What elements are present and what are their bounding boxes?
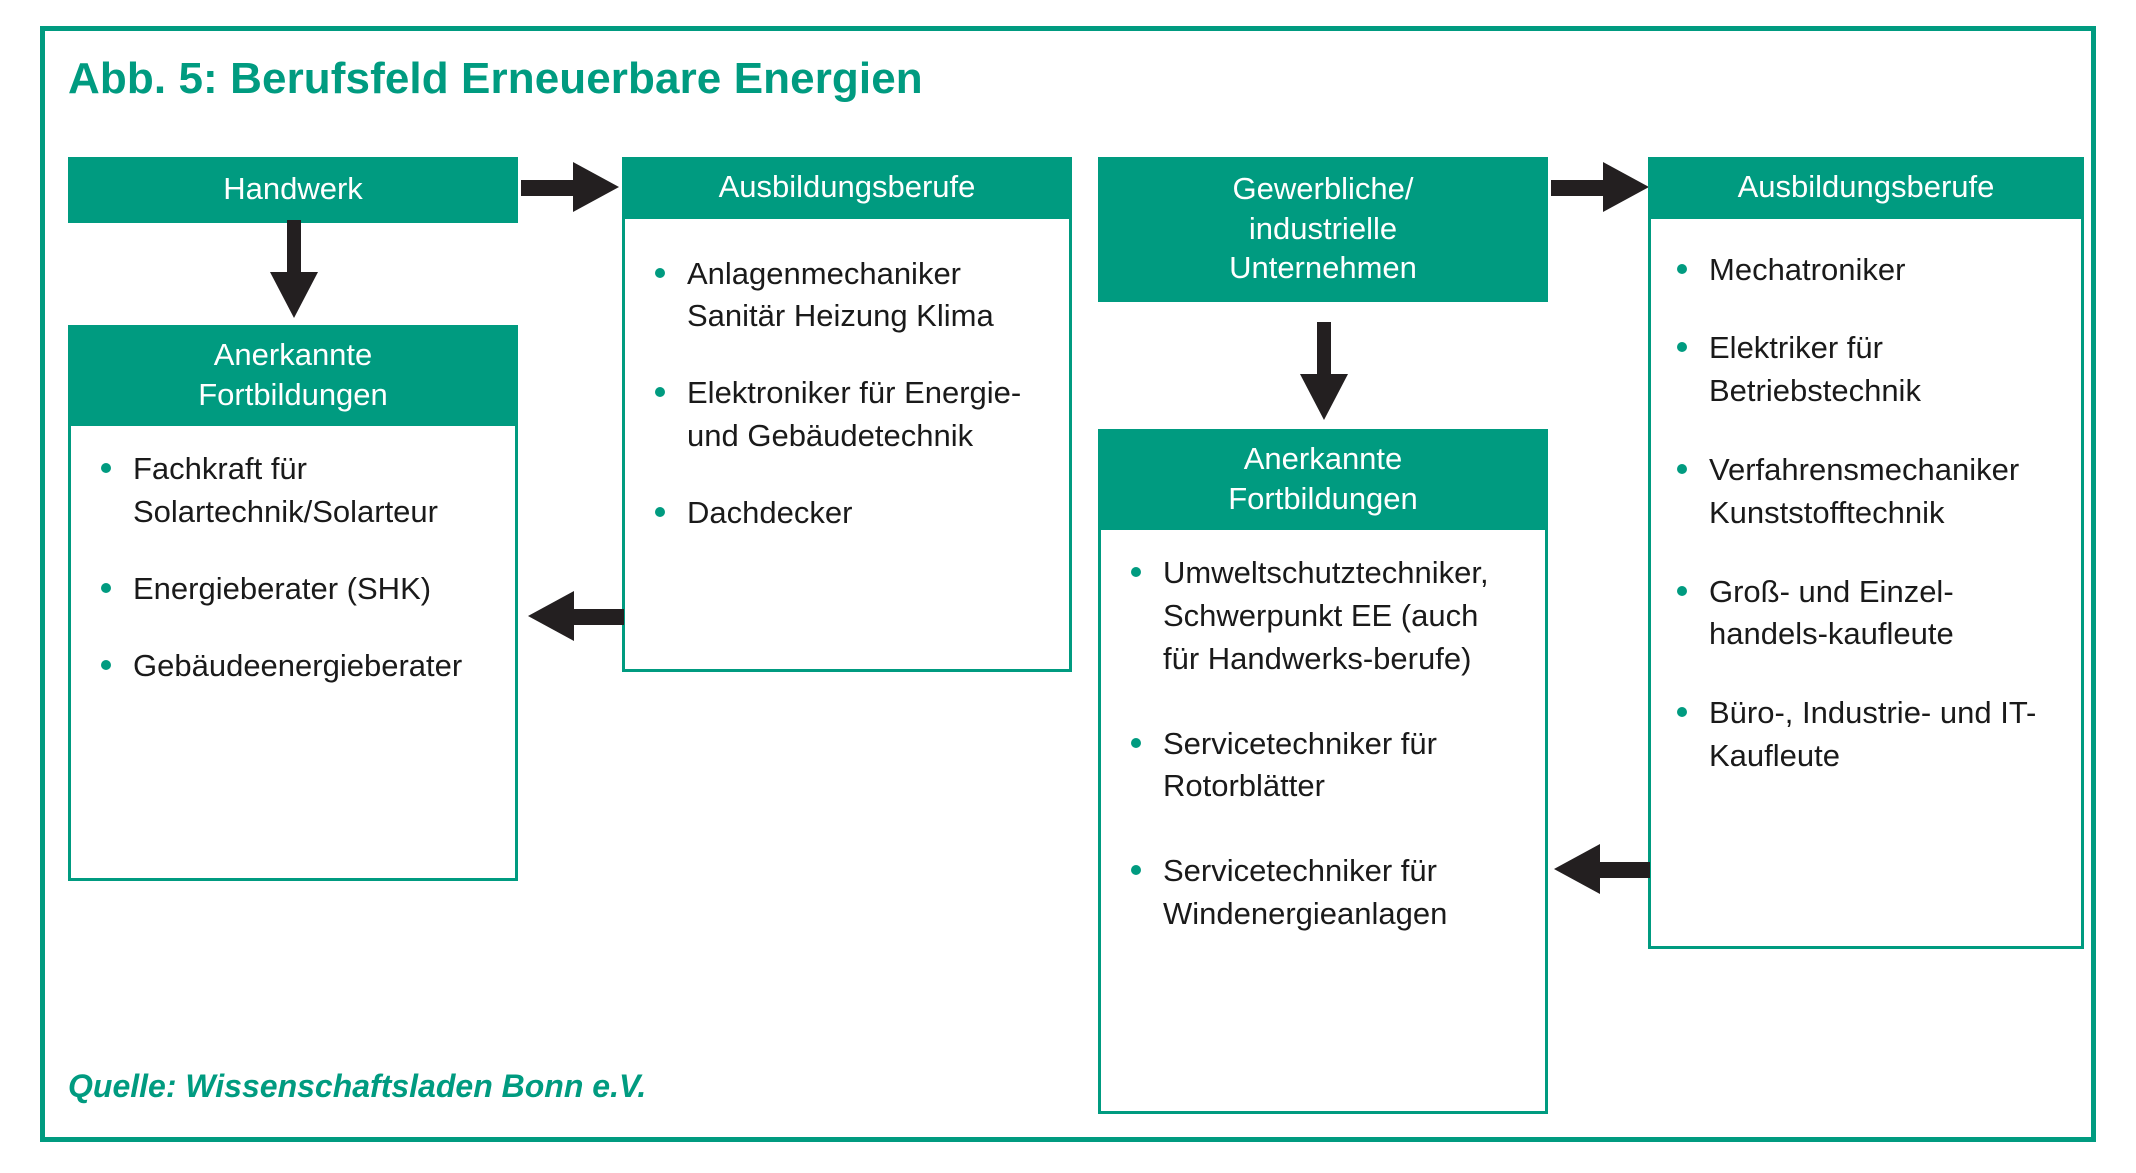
list-item-label: Verfahrensmechaniker Kunststofftechnik (1709, 451, 2020, 530)
node-gewerbliche-unternehmen-header: Gewerbliche/ industrielle Unternehmen (1098, 157, 1548, 303)
node-anerkannte-fortbildungen-handwerk-body: Fachkraft für Solartechnik/Solarteur Ene… (71, 426, 515, 705)
bullet-list: Fachkraft für Solartechnik/Solarteur Ene… (97, 448, 489, 687)
bullet-dot-icon (655, 387, 665, 398)
header-line-1: Anerkannte (1243, 441, 1403, 476)
bullet-dot-icon (101, 659, 111, 670)
list-item: Groß- und Einzel-handels-kaufleute (1673, 571, 2069, 657)
bullet-list: Umweltschutztechniker, Schwerpunkt EE (a… (1127, 552, 1519, 935)
list-item: Anlagenmechaniker Sanitär Heizung Klima (651, 253, 1043, 339)
list-item: Elektroniker für Energie- und Gebäudetec… (651, 372, 1043, 458)
node-handwerk: Handwerk (68, 157, 518, 223)
bullet-dot-icon (1131, 737, 1141, 748)
node-ausbildungsberufe-handwerk-header: Ausbildungsberufe (622, 157, 1072, 219)
arrow-unternehmen-to-ausbildung (1551, 158, 1651, 216)
bullet-dot-icon (655, 506, 665, 517)
node-anerkannte-fortbildungen-handwerk: Anerkannte Fortbildungen Fachkraft für S… (68, 325, 518, 881)
node-gewerbliche-unternehmen: Gewerbliche/ industrielle Unternehmen (1098, 157, 1548, 303)
bullet-dot-icon (101, 463, 111, 474)
node-anerkannte-fortbildungen-handwerk-header: Anerkannte Fortbildungen (68, 325, 518, 427)
list-item: Mechatroniker (1673, 249, 2069, 292)
node-anerkannte-fortbildungen-unternehmen: Anerkannte Fortbildungen Umweltschutztec… (1098, 429, 1548, 1114)
list-item: Servicetechniker für Windenergieanlagen (1127, 850, 1519, 936)
header-line-2: Fortbildungen (1228, 480, 1418, 516)
list-item-label: Servicetechniker für Rotorblätter (1163, 725, 1437, 804)
list-item-label: Dachdecker (687, 494, 853, 530)
node-ausbildungsberufe-unternehmen-header: Ausbildungsberufe (1648, 157, 2084, 219)
arrow-ausbildung-to-unternehmen-fortbildungen (1554, 840, 1650, 898)
arrow-unternehmen-to-fortbildungen (1298, 322, 1350, 422)
list-item-label: Umweltschutztechniker, Schwerpunkt EE (a… (1163, 555, 1489, 676)
figure-source: Quelle: Wissenschaftsladen Bonn e.V. (68, 1068, 647, 1104)
header-line-2: Fortbildungen (198, 376, 388, 412)
list-item-label: Elektroniker für Energie- und Gebäudetec… (687, 375, 1022, 453)
node-handwerk-header: Handwerk (68, 157, 518, 223)
list-item: Gebäudeenergieberater (97, 645, 489, 688)
list-item: Dachdecker (651, 492, 1043, 535)
arrow-handwerk-to-fortbildungen (268, 220, 320, 320)
bullet-list: Anlagenmechaniker Sanitär Heizung Klima … (651, 253, 1043, 535)
node-anerkannte-fortbildungen-unternehmen-body: Umweltschutztechniker, Schwerpunkt EE (a… (1101, 530, 1545, 953)
list-item: Büro-, Industrie- und IT-Kaufleute (1673, 692, 2069, 778)
bullet-dot-icon (101, 582, 111, 593)
list-item-label: Anlagenmechaniker Sanitär Heizung Klima (687, 255, 994, 334)
bullet-dot-icon (1677, 463, 1687, 474)
list-item: Fachkraft für Solartechnik/Solarteur (97, 448, 489, 534)
list-item-label: Büro-, Industrie- und IT-Kaufleute (1709, 695, 2037, 773)
node-ausbildungsberufe-handwerk-body: Anlagenmechaniker Sanitär Heizung Klima … (625, 219, 1069, 553)
node-ausbildungsberufe-handwerk: Ausbildungsberufe Anlagenmechaniker Sani… (622, 157, 1072, 672)
list-item-label: Energieberater (SHK) (133, 570, 432, 606)
list-item-label: Mechatroniker (1709, 251, 1906, 287)
header-line-2: industrielle (1248, 210, 1398, 246)
list-item: Elektriker für Betriebstechnik (1673, 327, 2069, 413)
list-item-label: Servicetechniker für Windenergieanlagen (1163, 853, 1448, 931)
bullet-list: Mechatroniker Elektriker für Betriebstec… (1673, 249, 2069, 778)
figure-title: Abb. 5: Berufsfeld Erneuerbare Energien (68, 54, 923, 103)
bullet-dot-icon (1131, 865, 1141, 876)
bullet-dot-icon (1677, 263, 1687, 274)
node-anerkannte-fortbildungen-unternehmen-header: Anerkannte Fortbildungen (1098, 429, 1548, 531)
list-item: Energieberater (SHK) (97, 568, 489, 611)
list-item: Verfahrensmechaniker Kunststofftechnik (1673, 449, 2069, 535)
list-item-label: Elektriker für Betriebstechnik (1709, 330, 1921, 409)
node-ausbildungsberufe-unternehmen-body: Mechatroniker Elektriker für Betriebstec… (1651, 219, 2081, 796)
header-line-1: Anerkannte (213, 337, 373, 372)
arrow-ausbildung-to-fortbildungen (528, 587, 624, 645)
list-item-label: Fachkraft für Solartechnik/Solarteur (133, 451, 438, 530)
list-item-label: Gebäudeenergieberater (133, 647, 463, 683)
bullet-dot-icon (1677, 707, 1687, 718)
bullet-dot-icon (655, 267, 665, 278)
bullet-dot-icon (1131, 567, 1141, 578)
arrow-handwerk-to-ausbildung (521, 158, 621, 216)
node-ausbildungsberufe-unternehmen: Ausbildungsberufe Mechatroniker Elektrik… (1648, 157, 2084, 949)
header-line-1: Gewerbliche/ (1232, 171, 1414, 206)
bullet-dot-icon (1677, 585, 1687, 596)
list-item: Servicetechniker für Rotorblätter (1127, 723, 1519, 809)
figure-border (40, 26, 2096, 1142)
header-line-3: Unternehmen (1229, 250, 1417, 286)
list-item-label: Groß- und Einzel-handels-kaufleute (1709, 573, 1954, 652)
bullet-dot-icon (1677, 342, 1687, 353)
list-item: Umweltschutztechniker, Schwerpunkt EE (a… (1127, 552, 1519, 680)
